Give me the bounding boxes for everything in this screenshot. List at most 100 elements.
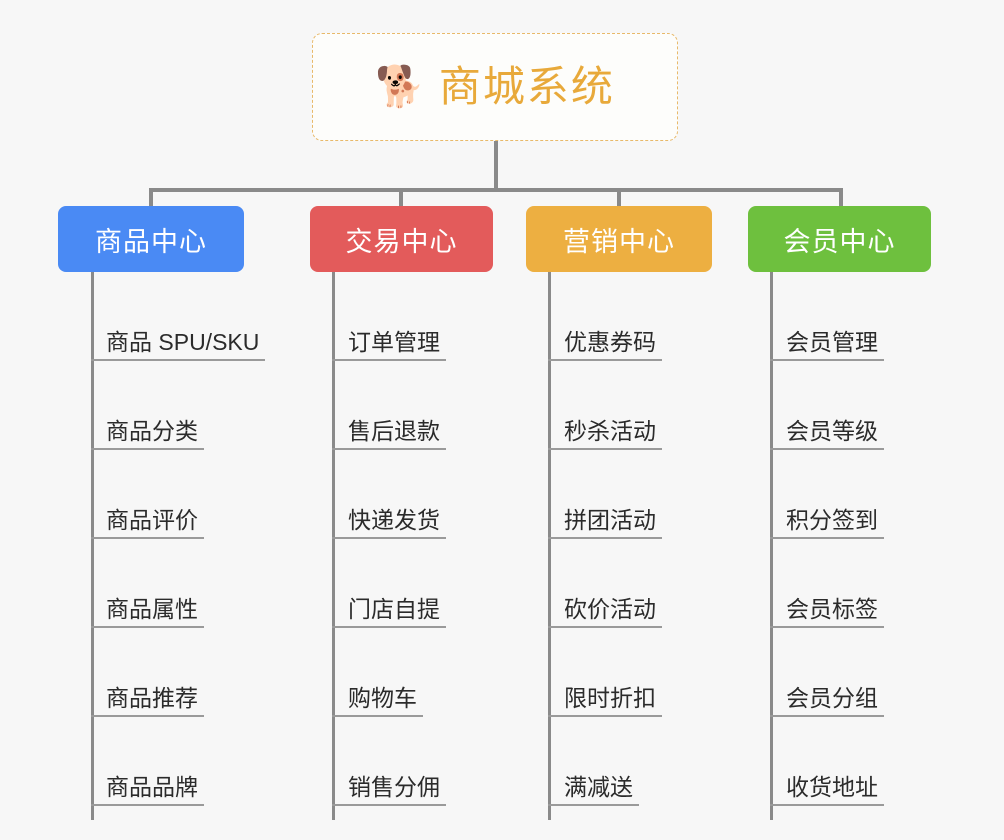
leaf-underline xyxy=(91,804,204,806)
leaf-underline xyxy=(770,537,884,539)
leaf-underline xyxy=(548,448,662,450)
leaf-label: 会员标签 xyxy=(786,595,878,622)
branch-column-1: 商品中心 商品 SPU/SKU 商品分类 商品评价 商品属性 商品推荐 xyxy=(58,206,265,820)
leaf-underline xyxy=(91,537,204,539)
leaf-underline xyxy=(332,537,446,539)
branch-column-2: 交易中心 订单管理 售后退款 快递发货 门店自提 购物车 xyxy=(310,206,493,820)
leaf-item[interactable]: 积分签到 xyxy=(748,450,931,539)
leaf-label: 门店自提 xyxy=(348,595,440,622)
leaf-item[interactable]: 商品品牌 xyxy=(58,717,244,806)
leaf-item[interactable]: 拼团活动 xyxy=(526,450,712,539)
branch-1-leaf-list: 商品 SPU/SKU 商品分类 商品评价 商品属性 商品推荐 商品品牌 xyxy=(58,272,265,820)
leaf-item[interactable]: 快递发货 xyxy=(310,450,493,539)
branch-column-4: 会员中心 会员管理 会员等级 积分签到 会员标签 会员分组 xyxy=(748,206,931,820)
leaf-item[interactable]: 商品属性 xyxy=(58,539,244,628)
leaf-label: 积分签到 xyxy=(786,506,878,533)
branch-header-2-label: 交易中心 xyxy=(345,226,458,257)
branch-header-4-label: 会员中心 xyxy=(783,226,896,257)
leaf-label: 拼团活动 xyxy=(564,506,656,533)
leaf-label: 售后退款 xyxy=(348,417,440,444)
leaf-label: 会员等级 xyxy=(786,417,878,444)
leaf-label: 购物车 xyxy=(348,684,417,711)
leaf-item[interactable]: 收货地址 xyxy=(748,717,931,806)
leaf-underline xyxy=(332,626,446,628)
leaf-underline xyxy=(548,715,662,717)
leaf-underline xyxy=(91,359,265,361)
leaf-item[interactable]: 秒杀活动 xyxy=(526,361,712,450)
leaf-item[interactable]: 满减送 xyxy=(526,717,712,806)
leaf-item[interactable]: 商品分类 xyxy=(58,361,244,450)
leaf-label: 订单管理 xyxy=(348,328,440,355)
connector-root-stem xyxy=(494,141,498,191)
leaf-item[interactable]: 售后退款 xyxy=(310,361,493,450)
leaf-underline xyxy=(332,359,446,361)
leaf-underline xyxy=(770,359,884,361)
leaf-underline xyxy=(91,715,204,717)
leaf-label: 收货地址 xyxy=(786,773,878,800)
leaf-item[interactable]: 购物车 xyxy=(310,628,493,717)
leaf-item[interactable]: 会员分组 xyxy=(748,628,931,717)
root-title: 商城系统 xyxy=(438,63,615,110)
leaf-item[interactable]: 门店自提 xyxy=(310,539,493,628)
connector-drop-4 xyxy=(839,188,843,210)
leaf-label: 满减送 xyxy=(564,773,633,800)
leaf-label: 商品分类 xyxy=(106,417,198,444)
leaf-item[interactable]: 优惠券码 xyxy=(526,272,712,361)
leaf-item[interactable]: 限时折扣 xyxy=(526,628,712,717)
leaf-underline xyxy=(548,626,662,628)
branch-header-3-label: 营销中心 xyxy=(563,226,675,257)
leaf-label: 会员分组 xyxy=(786,684,878,711)
root-node[interactable]: 🐕 商城系统 xyxy=(312,33,678,141)
branch-2-leaf-list: 订单管理 售后退款 快递发货 门店自提 购物车 销售分佣 xyxy=(310,272,493,820)
branch-header-3[interactable]: 营销中心 xyxy=(526,206,712,272)
leaf-underline xyxy=(332,804,446,806)
leaf-label: 商品推荐 xyxy=(106,684,198,711)
leaf-label: 秒杀活动 xyxy=(564,417,656,444)
leaf-underline xyxy=(548,359,662,361)
leaf-label: 快递发货 xyxy=(348,506,440,533)
leaf-underline xyxy=(548,537,662,539)
leaf-item[interactable]: 商品推荐 xyxy=(58,628,244,717)
branch-header-2[interactable]: 交易中心 xyxy=(310,206,493,272)
branch-header-1-label: 商品中心 xyxy=(95,226,207,257)
leaf-label: 会员管理 xyxy=(786,328,878,355)
leaf-item[interactable]: 砍价活动 xyxy=(526,539,712,628)
branch-4-spine xyxy=(770,272,773,820)
leaf-item[interactable]: 商品 SPU/SKU xyxy=(58,272,265,361)
leaf-item[interactable]: 会员标签 xyxy=(748,539,931,628)
branch-3-leaf-list: 优惠券码 秒杀活动 拼团活动 砍价活动 限时折扣 满减送 xyxy=(526,272,712,820)
leaf-underline xyxy=(332,448,446,450)
leaf-underline xyxy=(770,715,884,717)
leaf-item[interactable]: 商品评价 xyxy=(58,450,244,539)
branch-column-3: 营销中心 优惠券码 秒杀活动 拼团活动 砍价活动 限时折扣 xyxy=(526,206,712,820)
connector-drop-2 xyxy=(399,188,403,210)
leaf-item[interactable]: 会员管理 xyxy=(748,272,931,361)
leaf-underline xyxy=(91,448,204,450)
leaf-underline xyxy=(91,626,204,628)
leaf-label: 商品 SPU/SKU xyxy=(106,328,260,355)
leaf-label: 砍价活动 xyxy=(564,595,656,622)
connector-horizontal-bus xyxy=(149,188,843,192)
leaf-label: 优惠券码 xyxy=(564,328,656,355)
leaf-item[interactable]: 销售分佣 xyxy=(310,717,493,806)
branch-4-leaf-list: 会员管理 会员等级 积分签到 会员标签 会员分组 收货地址 xyxy=(748,272,931,820)
leaf-item[interactable]: 订单管理 xyxy=(310,272,493,361)
leaf-underline xyxy=(548,804,639,806)
leaf-underline xyxy=(770,448,884,450)
branch-header-1[interactable]: 商品中心 xyxy=(58,206,244,272)
branch-1-spine xyxy=(91,272,94,820)
branch-header-4[interactable]: 会员中心 xyxy=(748,206,931,272)
leaf-label: 商品品牌 xyxy=(106,773,198,800)
connector-drop-3 xyxy=(617,188,621,210)
leaf-label: 限时折扣 xyxy=(564,684,656,711)
branch-2-spine xyxy=(332,272,335,820)
leaf-underline xyxy=(770,804,884,806)
shiba-inu-icon: 🐕 xyxy=(375,65,425,109)
leaf-label: 商品评价 xyxy=(106,506,198,533)
leaf-label: 商品属性 xyxy=(106,595,198,622)
leaf-underline xyxy=(770,626,884,628)
leaf-item[interactable]: 会员等级 xyxy=(748,361,931,450)
connector-drop-1 xyxy=(149,188,153,210)
leaf-label: 销售分佣 xyxy=(348,773,440,800)
